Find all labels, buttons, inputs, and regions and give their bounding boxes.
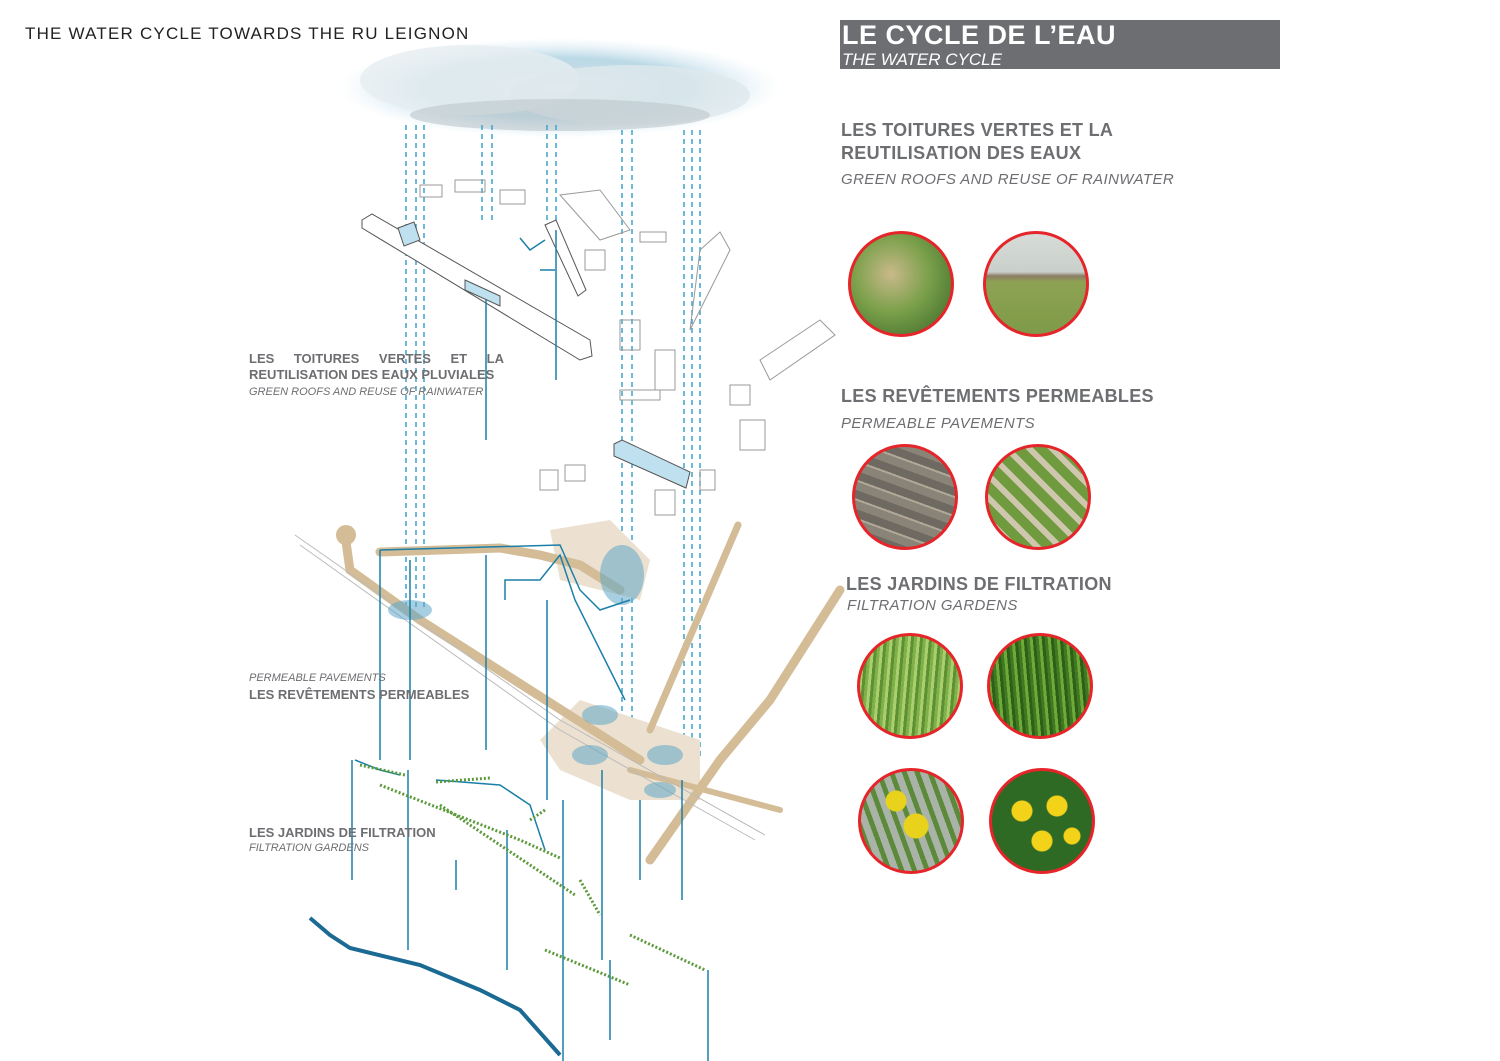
header-subtitle: THE WATER CYCLE (842, 50, 1002, 69)
grass-paver-photo (985, 444, 1091, 550)
rain-cloud (340, 38, 780, 138)
water-cycle-diagram (294, 38, 845, 1061)
section-subtitle-gardens: FILTRATION GARDENS (847, 597, 1018, 614)
diagram-label-roofs-en: GREEN ROOFS AND REUSE OF RAINWATER (249, 386, 484, 398)
cattail-photo (857, 633, 963, 739)
page-title: THE WATER CYCLE TOWARDS THE RU LEIGNON (25, 24, 470, 43)
section-title-green-roofs: LES TOITURES VERTES ET LA REUTILISATION … (841, 120, 1113, 163)
header-banner (840, 20, 1280, 69)
terrain-plan (294, 520, 845, 865)
buildings (361, 179, 836, 516)
section-title-gardens: LES JARDINS DE FILTRATION (846, 574, 1112, 594)
green-roof-flat-photo (983, 231, 1089, 337)
diagram-label-pavements: LES REVÊTEMENTS PERMEABLES (249, 687, 470, 702)
cobblestone-photo (852, 444, 958, 550)
diagram-label-pavements-en: PERMEABLE PAVEMENTS (249, 672, 386, 684)
river-section (308, 916, 562, 1057)
water-flow-lines (351, 230, 709, 1061)
diagram-label-gardens: LES JARDINS DE FILTRATION (249, 825, 436, 840)
header-title: LE CYCLE DE L’EAU (842, 20, 1117, 50)
green-roof-slope-photo (848, 231, 954, 337)
section-subtitle-pavements: PERMEABLE PAVEMENTS (841, 415, 1036, 432)
yellow-iris-photo (858, 768, 964, 874)
filtration-vegetation (359, 763, 706, 987)
marsh-marigold-photo (989, 768, 1095, 874)
diagram-label-gardens-en: FILTRATION GARDENS (249, 842, 369, 854)
diagram-label-roofs: LES TOITURES VERTES ET LA REUTILISATION … (249, 351, 504, 382)
reeds-photo (987, 633, 1093, 739)
rain-lines (405, 125, 701, 760)
section-title-pavements: LES REVÊTEMENTS PERMEABLES (841, 386, 1154, 406)
section-subtitle-green-roofs: GREEN ROOFS AND REUSE OF RAINWATER (841, 171, 1175, 188)
